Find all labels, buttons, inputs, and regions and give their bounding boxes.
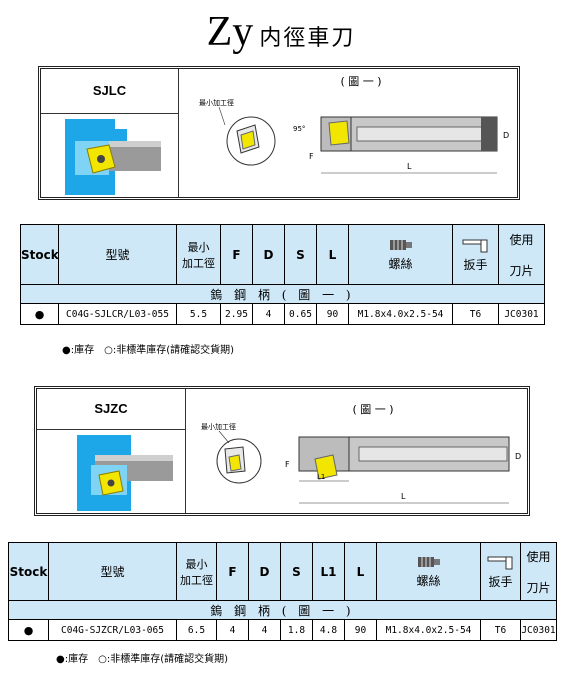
cell-stock: ● xyxy=(8,619,49,641)
dim-f: F xyxy=(285,460,290,469)
dim-l1: L1 xyxy=(317,473,325,481)
group-row: 鎢 鋼 柄 ( 圖 一 ) xyxy=(8,600,557,620)
header-insert: 使用刀片 xyxy=(520,542,557,601)
header-s: S xyxy=(280,542,313,601)
wrench-icon xyxy=(487,556,512,569)
cell-d: 4 xyxy=(248,619,281,641)
cell-wrench: T6 xyxy=(480,619,521,641)
cell-l1: 4.8 xyxy=(312,619,345,641)
header-d: D xyxy=(248,542,281,601)
header-screw: 螺絲 xyxy=(348,224,453,285)
tool-photo xyxy=(77,435,173,511)
cell-insert: JC0301 xyxy=(498,303,545,325)
cell-model: C04G-SJLCR/L03-055 xyxy=(58,303,177,325)
cell-f: 4 xyxy=(216,619,249,641)
product-code: SJLC xyxy=(92,83,127,98)
cell-insert: JC0301 xyxy=(520,619,557,641)
header-min-bore: 最小加工徑 xyxy=(176,542,217,601)
cell-stock: ● xyxy=(20,303,59,325)
cell-wrench: T6 xyxy=(452,303,499,325)
dim-angle: 95° xyxy=(293,125,305,133)
cell-s: 1.8 xyxy=(280,619,313,641)
figure-box-sjlc: SJLC ( 圖 一 ) 最小加工徑 95° F D L xyxy=(38,66,520,200)
header-wrench: 扳手 xyxy=(480,542,521,601)
figure-caption: ( 圖 一 ) xyxy=(340,75,382,88)
cell-f: 2.95 xyxy=(220,303,253,325)
table-row: ● C04G-SJLCR/L03-055 5.5 2.95 4 0.65 90 … xyxy=(20,303,545,325)
header-stock: Stock xyxy=(8,542,49,601)
figure-caption: ( 圖 一 ) xyxy=(352,403,394,416)
header-l1: L1 xyxy=(312,542,345,601)
tool-drawing: 最小加工徑 95° F D L xyxy=(199,98,509,174)
dim-d: D xyxy=(503,131,509,140)
cell-l: 90 xyxy=(316,303,349,325)
screw-icon xyxy=(389,239,412,250)
dim-d: D xyxy=(515,452,521,461)
cell-min-bore: 6.5 xyxy=(176,619,217,641)
header-f: F xyxy=(216,542,249,601)
header-model: 型號 xyxy=(48,542,177,601)
dim-l: L xyxy=(407,162,412,171)
title-sub: 内徑車刀 xyxy=(259,26,356,51)
header-model: 型號 xyxy=(58,224,177,285)
screw-icon xyxy=(417,556,440,567)
product-code: SJZC xyxy=(94,401,128,416)
dim-min-bore: 最小加工徑 xyxy=(201,422,236,431)
header-d: D xyxy=(252,224,285,285)
header-f: F xyxy=(220,224,253,285)
cell-d: 4 xyxy=(252,303,285,325)
legend-note: ●:庫存 ○:非標準庫存(請確認交貨期) xyxy=(62,345,234,356)
cell-s: 0.65 xyxy=(284,303,317,325)
cell-screw: M1.8x4.0x2.5-54 xyxy=(376,619,481,641)
dim-f: F xyxy=(309,152,314,161)
dim-l: L xyxy=(401,492,406,501)
header-l: L xyxy=(316,224,349,285)
tool-photo xyxy=(65,119,161,195)
header-l: L xyxy=(344,542,377,601)
spec-table-sjlc: Stock 型號 最小加工徑 F D S L 螺絲 扳手 使用刀片 鎢 鋼 柄 … xyxy=(20,224,545,325)
cell-l: 90 xyxy=(344,619,377,641)
header-s: S xyxy=(284,224,317,285)
cell-model: C04G-SJZCR/L03-065 xyxy=(48,619,177,641)
figure-box-sjzc: SJZC ( 圖 一 ) 最小加工徑 F D L1 L xyxy=(34,386,530,516)
table-row: ● C04G-SJZCR/L03-065 6.5 4 4 1.8 4.8 90 … xyxy=(8,619,557,641)
cell-screw: M1.8x4.0x2.5-54 xyxy=(348,303,453,325)
legend-note: ●:庫存 ○:非標準庫存(請確認交貨期) xyxy=(56,654,228,665)
spec-table-sjzc: Stock 型號 最小加工徑 F D S L1 L 螺絲 扳手 使用刀片 鎢 鋼… xyxy=(8,542,557,641)
header-wrench: 扳手 xyxy=(452,224,499,285)
wrench-icon xyxy=(462,239,487,252)
header-insert: 使用刀片 xyxy=(498,224,545,285)
group-row: 鎢 鋼 柄 ( 圖 一 ) xyxy=(20,284,545,304)
cell-min-bore: 5.5 xyxy=(176,303,221,325)
header-screw: 螺絲 xyxy=(376,542,481,601)
title-main: Zy xyxy=(206,9,254,55)
dim-min-bore: 最小加工徑 xyxy=(199,98,234,107)
tool-drawing: 最小加工徑 F D L1 L xyxy=(201,422,521,504)
header-stock: Stock xyxy=(20,224,59,285)
header-min-bore: 最小加工徑 xyxy=(176,224,221,285)
